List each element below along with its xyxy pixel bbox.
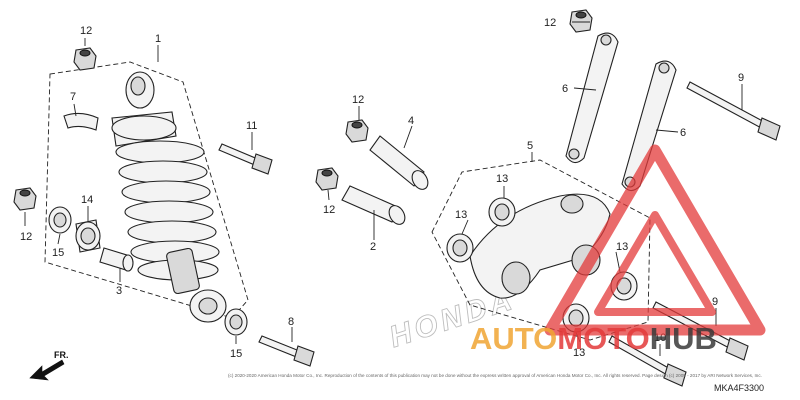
nut-12-top-right	[569, 9, 593, 33]
callout-6: 6	[562, 83, 568, 95]
front-direction-label: FR.	[54, 350, 69, 360]
watermark-auto: AUTO	[470, 321, 557, 356]
shock-group-outline	[44, 61, 249, 319]
bolt-8	[258, 335, 315, 367]
shock-cover-7	[63, 112, 99, 131]
callout-9: 9	[712, 296, 718, 308]
watermark-hub: HUB	[650, 321, 717, 356]
callout-12: 12	[544, 17, 556, 29]
nut-12-middle-lower	[315, 167, 339, 191]
callout-5: 5	[527, 140, 533, 152]
callout-12: 12	[323, 204, 335, 216]
bolt-9-upper	[686, 81, 781, 141]
callout-13: 13	[455, 209, 467, 221]
callout-3: 3	[116, 285, 122, 297]
callout-9: 9	[738, 72, 744, 84]
callout-13: 13	[573, 347, 585, 359]
callout-12: 12	[20, 231, 32, 243]
watermark-triangle-icon	[544, 144, 766, 336]
nut-12-middle-upper	[345, 119, 369, 143]
leader-lines	[24, 21, 743, 356]
dust-seal-15-right	[224, 308, 248, 336]
bolt-10	[608, 335, 687, 387]
callout-numbers: 12 1 7 12 15 14 3 11 8 15 12 4 12 2 5 12…	[20, 17, 744, 360]
svg-text:AUTOMOTOHUB: AUTOMOTOHUB	[470, 321, 717, 356]
collar-4	[369, 135, 429, 190]
callout-2: 2	[370, 241, 376, 253]
needle-bearing-13-left	[446, 233, 474, 263]
cushion-link-6-upper	[565, 32, 619, 164]
callout-13: 13	[496, 173, 508, 185]
callout-1: 1	[155, 33, 161, 45]
callout-4: 4	[408, 115, 414, 127]
bolt-11	[218, 143, 273, 175]
cushion-arm-group-outline	[431, 159, 651, 341]
watermark-moto: MOTO	[557, 321, 649, 356]
copyright-notice: (c) 2020-2020 American Honda Motor Co., …	[228, 373, 762, 378]
nut-12-left	[13, 187, 37, 211]
callout-11: 11	[246, 120, 257, 132]
callout-15: 15	[52, 247, 64, 259]
callout-13: 13	[616, 241, 628, 253]
automotohub-watermark: AUTOMOTOHUB	[470, 144, 766, 356]
dust-seal-15-left	[48, 206, 72, 234]
nut-12-top-left	[73, 47, 97, 71]
collar-3	[99, 247, 134, 272]
needle-bearing-14	[75, 219, 101, 253]
callout-6: 6	[680, 127, 686, 139]
callout-7: 7	[70, 91, 76, 103]
needle-bearing-13-top	[488, 197, 516, 227]
collar-2	[341, 185, 406, 225]
callout-12: 12	[80, 25, 92, 37]
callout-8: 8	[288, 316, 294, 328]
needle-bearing-13-right	[610, 271, 638, 301]
rear-shock-absorber	[111, 71, 227, 323]
front-direction-arrow-icon	[29, 359, 65, 381]
callout-15: 15	[230, 348, 242, 360]
callout-12: 12	[352, 94, 364, 106]
callout-14: 14	[81, 194, 93, 206]
diagram-code: MKA4F3300	[714, 383, 764, 393]
